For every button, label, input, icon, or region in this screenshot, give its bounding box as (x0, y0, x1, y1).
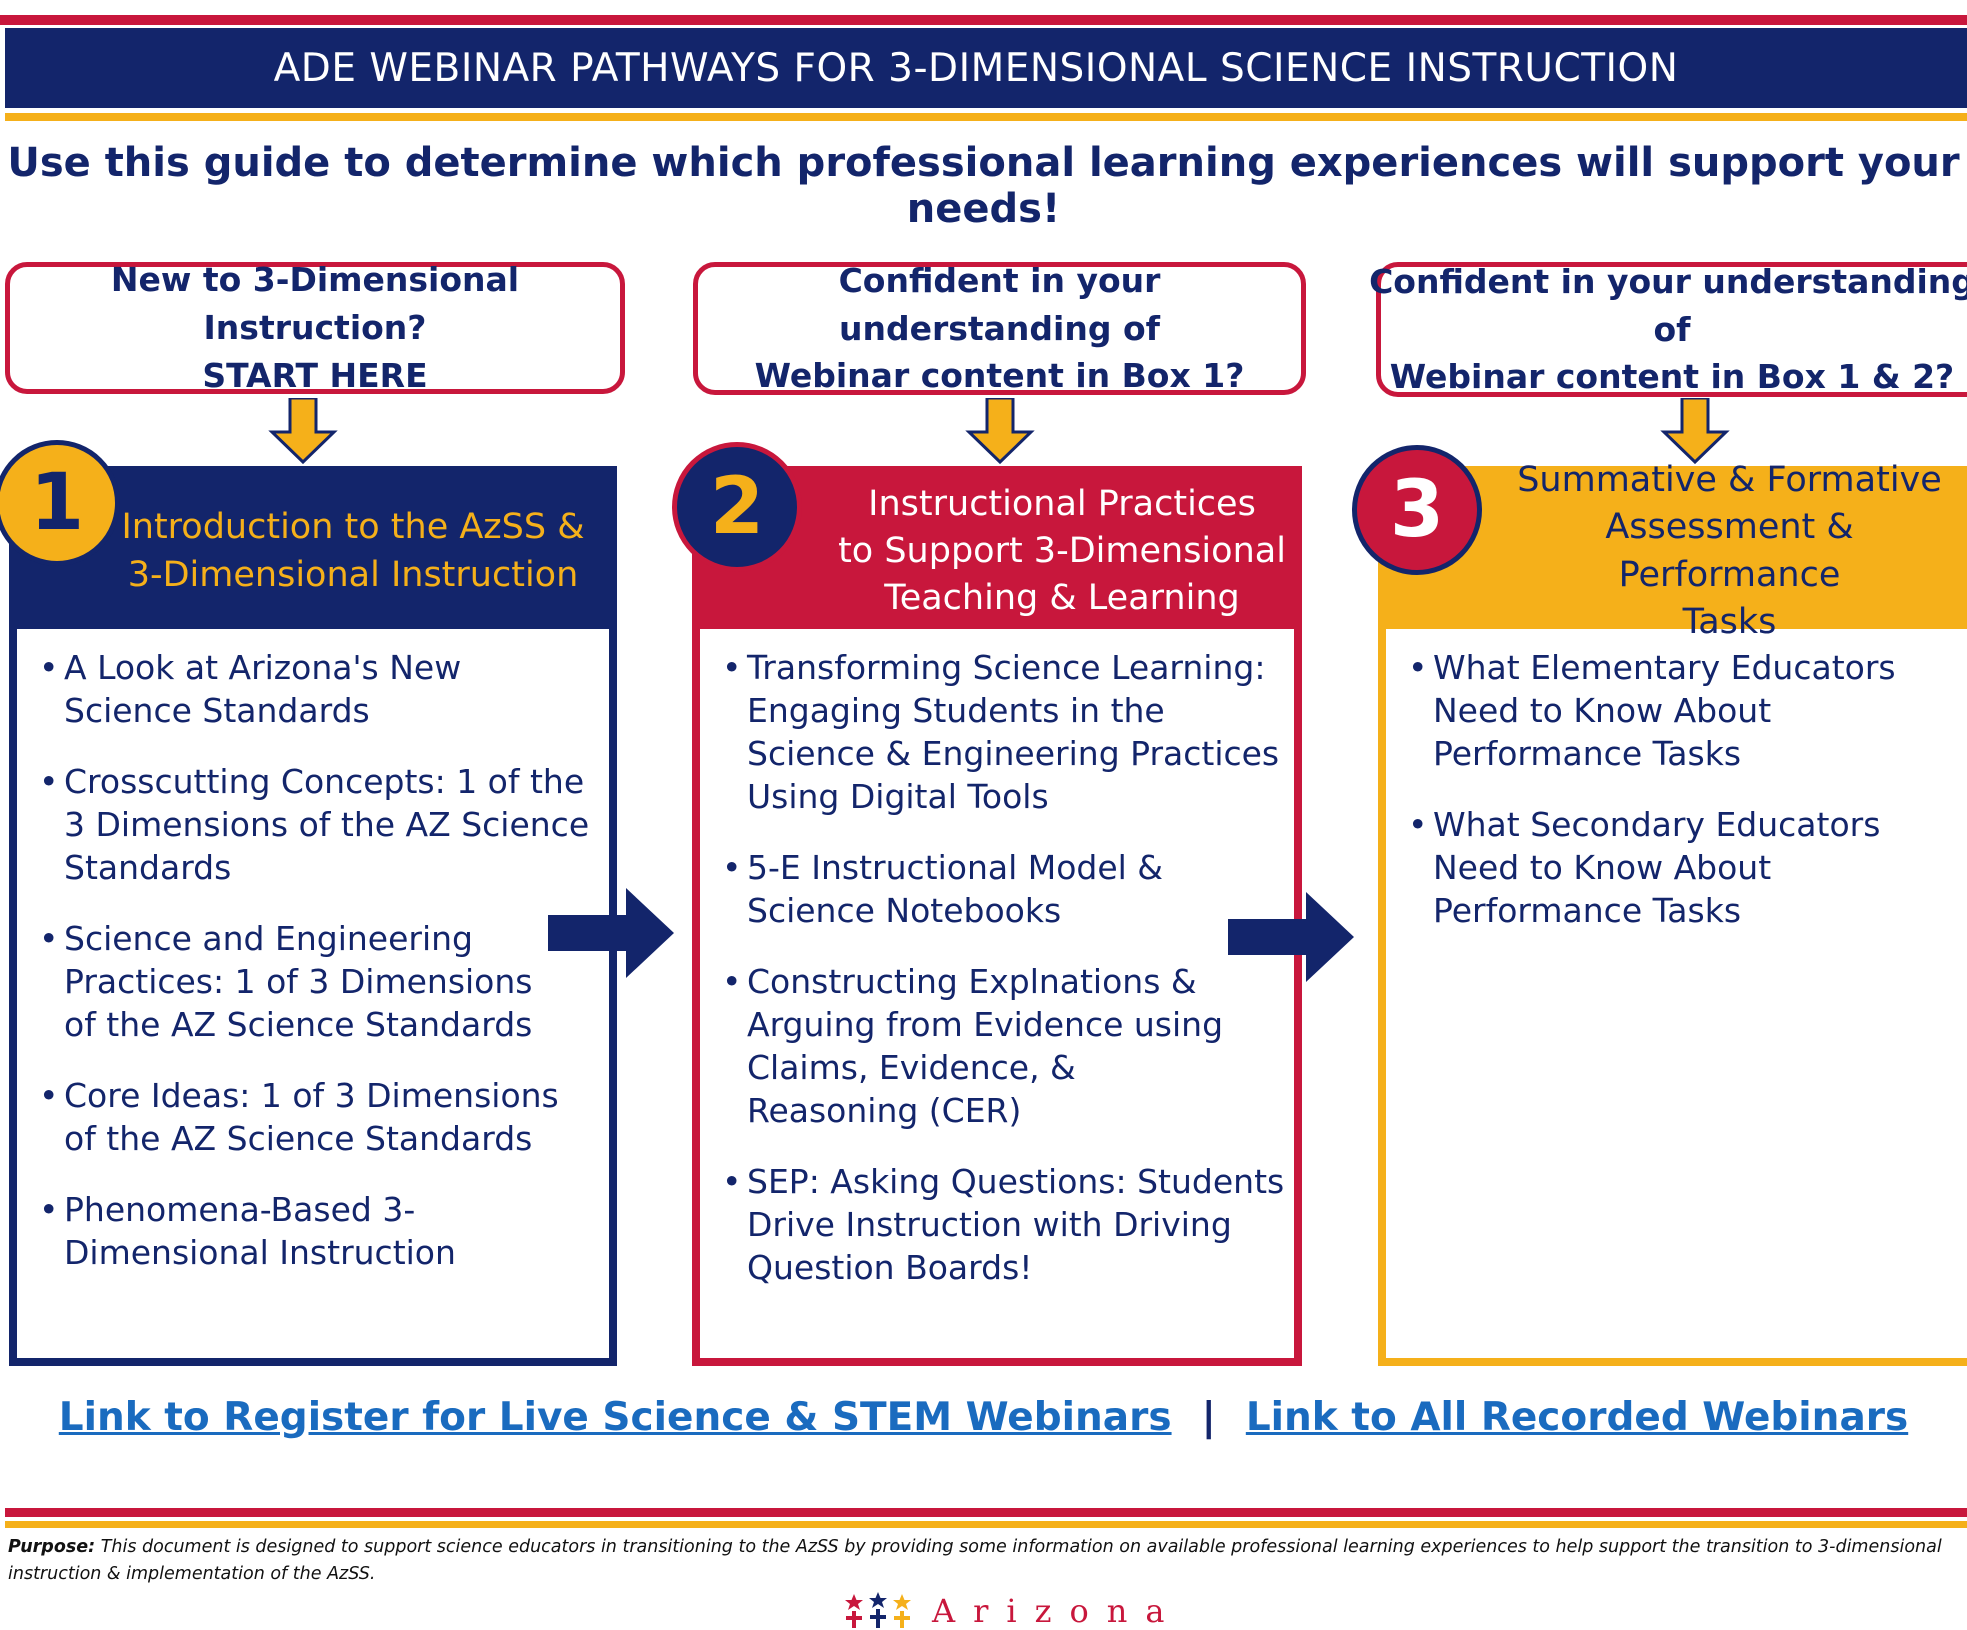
list-item[interactable]: •Phenomena-Based 3-Dimensional Instructi… (39, 1190, 456, 1272)
list-item[interactable]: •What Secondary Educators Need to Know A… (1408, 805, 1881, 930)
panel-2-title-line3: Teaching & Learning (884, 578, 1240, 619)
list-item[interactable]: •What Elementary Educators Need to Know … (1408, 648, 1896, 773)
logo-text: Arizona (932, 1592, 1183, 1630)
list-item[interactable]: •Transforming Science Learning: Engaging… (722, 648, 1280, 816)
panel-2-title-line1: Instructional Practices (868, 483, 1256, 524)
pathway-panel-3: Summative & Formative Assessment & Perfo… (1378, 460, 1967, 1366)
recorded-webinars-link[interactable]: Link to All Recorded Webinars (1245, 1395, 1909, 1440)
question-1-line2: START HERE (202, 355, 428, 395)
top-gold-rule (5, 113, 1967, 121)
panel-3-title-line2: Assessment & Performance (1605, 507, 1854, 595)
list-item[interactable]: •5-E Instructional Model & Science Noteb… (722, 848, 1164, 930)
pathway-panel-1: Introduction to the AzSS & 3-Dimensional… (9, 466, 617, 1366)
panel-3-list: •What Elementary Educators Need to Know … (1408, 646, 1967, 960)
panel-3-title-line1: Summative & Formative (1517, 460, 1942, 500)
list-item[interactable]: •Science and Engineering Practices: 1 of… (39, 919, 533, 1044)
question-1-line1: New to 3-Dimensional Instruction? (110, 260, 520, 348)
panel-1-list: •A Look at Arizona's New Science Standar… (39, 646, 599, 1302)
links-row: Link to Register for Live Science & STEM… (0, 1395, 1967, 1440)
pathway-panel-2: Instructional Practices to Support 3-Dim… (692, 466, 1302, 1366)
panel-2-list: •Transforming Science Learning: Engaging… (722, 646, 1287, 1317)
page-subtitle: Use this guide to determine which profes… (7, 140, 1960, 232)
panel-3-title-line3: Tasks (1682, 601, 1777, 642)
page-title: ADE WEBINAR PATHWAYS FOR 3-DIMENSIONAL S… (273, 45, 1679, 91)
panel-1-title-line2: 3-Dimensional Instruction (127, 554, 579, 595)
list-item[interactable]: •Constructing Explnations & Arguing from… (722, 962, 1224, 1130)
question-2-line2: Webinar content in Box 1? (754, 356, 1245, 396)
people-stars-icon (845, 1592, 911, 1628)
question-3-line2: Webinar content in Box 1 & 2? (1389, 357, 1955, 397)
down-arrow-icon (1660, 398, 1730, 465)
question-box-3: Confident in your understanding of Webin… (1369, 262, 1967, 397)
links-separator: | (1201, 1395, 1216, 1440)
step-2-badge: 2 (672, 442, 802, 572)
question-2-line1: Confident in your understanding of (838, 260, 1161, 348)
step-1-badge: 1 (0, 440, 120, 566)
right-arrow-icon (1228, 892, 1354, 982)
question-3-line1: Confident in your understanding of (1369, 261, 1967, 349)
page-title-band: ADE WEBINAR PATHWAYS FOR 3-DIMENSIONAL S… (5, 28, 1967, 108)
top-red-rule (0, 15, 1967, 25)
list-item[interactable]: •Crosscutting Concepts: 1 of the 3 Dimen… (39, 762, 590, 887)
bottom-red-rule (5, 1508, 1967, 1517)
question-box-2: Confident in your understanding of Webin… (693, 261, 1306, 395)
arizona-logo: Arizona (840, 1590, 1182, 1630)
register-live-webinars-link[interactable]: Link to Register for Live Science & STEM… (58, 1395, 1172, 1440)
list-item[interactable]: •A Look at Arizona's New Science Standar… (39, 648, 462, 730)
purpose-label: Purpose: (8, 1537, 96, 1557)
down-arrow-icon (268, 398, 338, 465)
right-arrow-icon (548, 888, 674, 978)
panel-3-header: Summative & Formative Assessment & Perfo… (1386, 460, 1967, 642)
list-item[interactable]: •SEP: Asking Questions: Students Drive I… (722, 1162, 1285, 1287)
purpose-text: This document is designed to support sci… (8, 1537, 1942, 1584)
panel-2-title-line2: to Support 3-Dimensional (838, 530, 1286, 571)
purpose-statement: Purpose: This document is designed to su… (8, 1534, 1963, 1588)
list-item[interactable]: •Core Ideas: 1 of 3 Dimensions of the AZ… (39, 1076, 559, 1158)
panel-1-title-line1: Introduction to the AzSS & (121, 507, 585, 548)
step-3-badge: 3 (1352, 445, 1482, 575)
question-box-1: New to 3-Dimensional Instruction? START … (5, 260, 625, 395)
bottom-gold-rule (5, 1521, 1967, 1528)
down-arrow-icon (965, 398, 1035, 465)
